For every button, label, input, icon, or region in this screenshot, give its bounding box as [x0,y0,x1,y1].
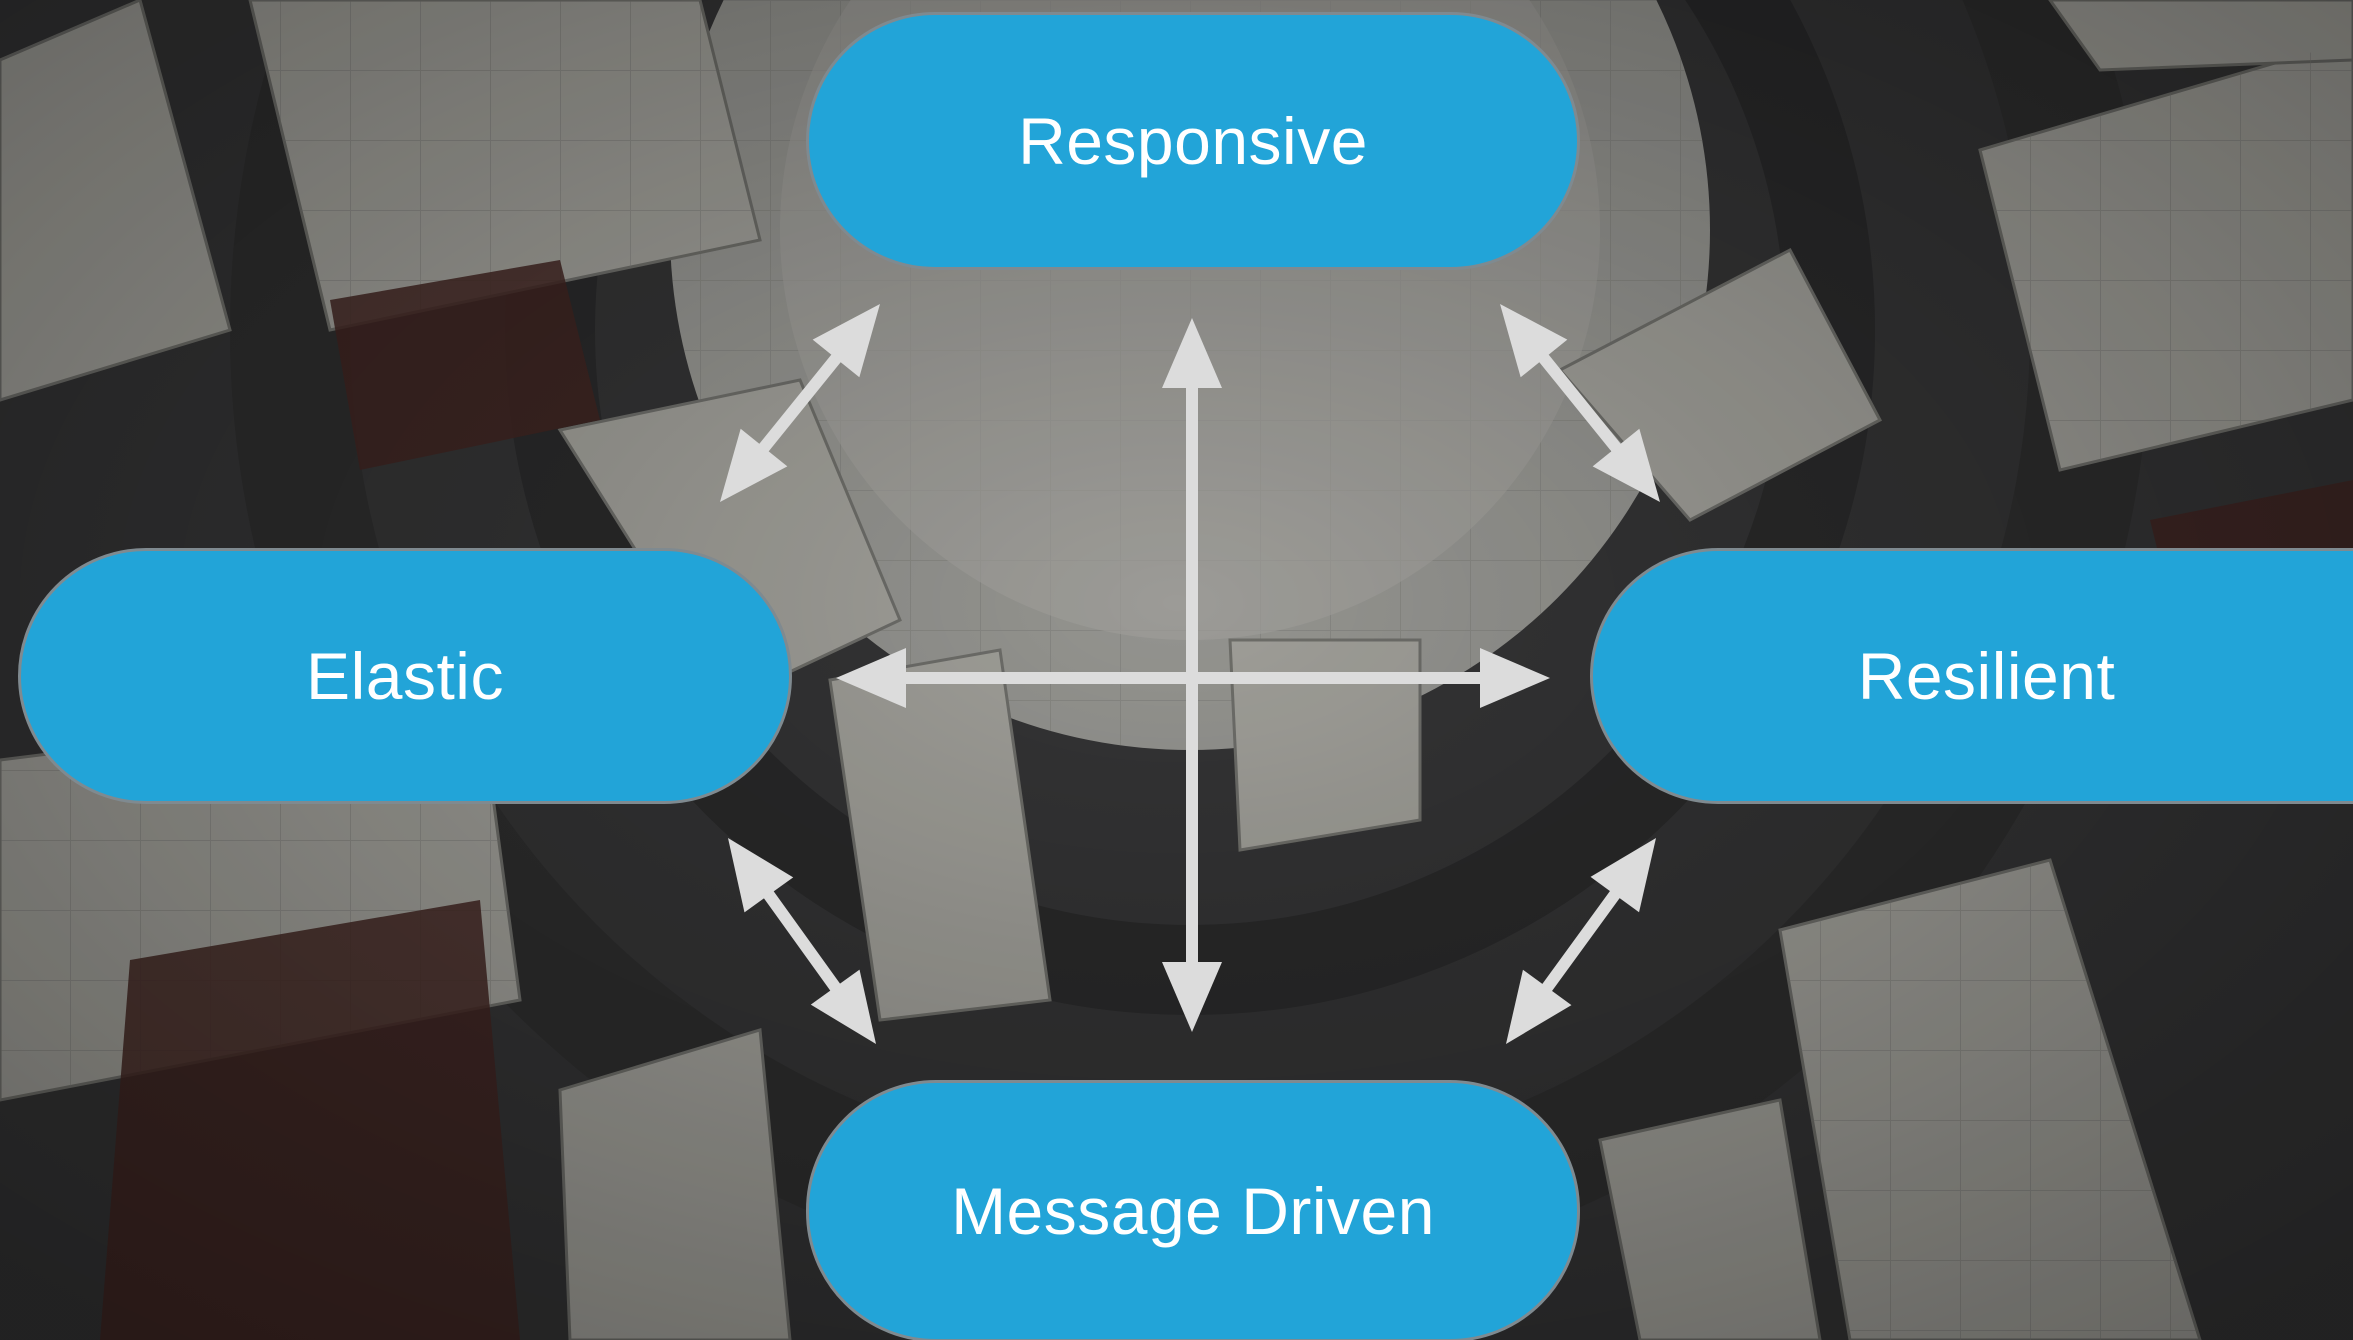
arrow-elastic-resilient [836,648,1550,708]
node-label: Resilient [1857,639,2116,713]
arrow-elastic-message-driven [728,838,876,1044]
arrowhead [720,428,788,502]
arrowhead [1162,962,1222,1032]
arrow-shaft [1530,343,1630,463]
arrowhead [728,838,794,913]
arrow-shaft [750,343,850,463]
arrow-responsive-elastic [720,304,880,502]
arrowhead [1590,838,1656,913]
arrowhead [1500,304,1568,378]
node-label: Elastic [306,639,504,713]
arrowhead [810,969,876,1044]
node-elastic: Elastic [18,548,792,804]
arrowhead [1162,318,1222,388]
arrowhead [1480,648,1550,708]
node-label: Responsive [1018,104,1368,178]
arrowhead [812,304,880,378]
arrow-resilient-message-driven [1506,838,1656,1044]
node-label: Message Driven [951,1174,1435,1248]
arrowhead [836,648,906,708]
arrow-shaft [1534,879,1628,1003]
arrow-responsive-resilient [1500,304,1660,502]
node-responsive: Responsive [806,12,1580,270]
arrow-shaft [755,879,849,1003]
node-message-driven: Message Driven [806,1080,1580,1340]
arrowhead [1506,969,1572,1044]
node-resilient: Resilient [1590,548,2353,804]
arrowhead [1592,428,1660,502]
